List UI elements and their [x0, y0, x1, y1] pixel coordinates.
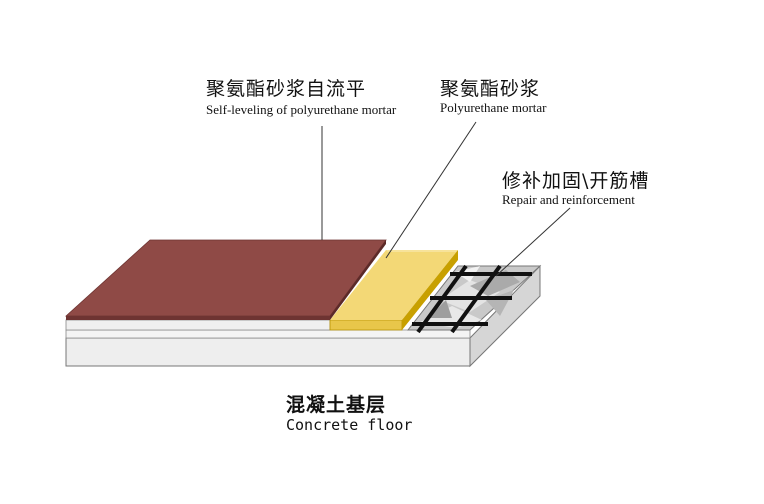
concrete-label-en: Concrete floor [286, 416, 413, 434]
mortar-label-en: Polyurethane mortar [440, 100, 547, 115]
concrete-label-zh: 混凝土基层 [286, 394, 387, 416]
leader-repair [495, 207, 571, 277]
repair-label-en: Repair and reinforcement [502, 192, 635, 207]
concrete-base-layer [65, 264, 541, 368]
self-leveling-layer [64, 239, 387, 320]
repair-label-zh: 修补加固\开筋槽 [502, 170, 650, 192]
mortar-label-zh: 聚氨酯砂浆 [440, 78, 541, 100]
self-leveling-label-en: Self-leveling of polyurethane mortar [206, 102, 397, 117]
leader-mortar [385, 121, 477, 259]
leader-lines [321, 121, 571, 277]
self-leveling-label-zh: 聚氨酯砂浆自流平 [206, 78, 367, 100]
polyurethane-mortar-layer [329, 250, 458, 331]
repair-reinforcement-area [406, 264, 542, 334]
rebar-grid [412, 264, 532, 334]
